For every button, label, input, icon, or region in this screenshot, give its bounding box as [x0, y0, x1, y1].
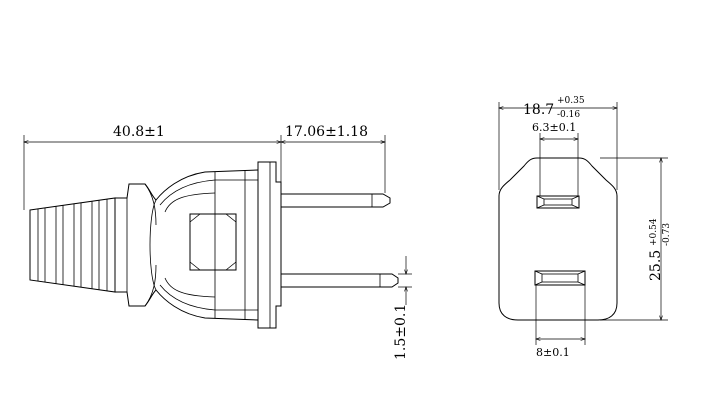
plug-body: [115, 169, 259, 321]
dim-large-slot: 8±0.1: [536, 285, 585, 359]
dim-pin-length: 17.06±1.18: [281, 124, 385, 193]
dim-pin-thickness-label: 1.5±0.1: [393, 304, 409, 360]
small-slot: [536, 195, 580, 209]
dim-large-slot-label: 8±0.1: [536, 346, 570, 359]
plug-face-outline: [498, 157, 618, 321]
dim-face-height-tol-plus: +0.54: [649, 218, 659, 246]
dim-small-slot-label: 6.3±0.1: [532, 121, 576, 134]
dim-face-width-tol-minus: -0.16: [557, 110, 580, 120]
dim-face-width: 18.7 +0.35 -0.16: [499, 96, 617, 190]
dim-face-height-label: 25.5: [648, 250, 664, 281]
plug-head: [257, 161, 282, 329]
dim-pin-thickness: 1.5±0.1: [393, 256, 412, 360]
dim-overall-length-label: 40.8±1: [113, 124, 165, 140]
dim-small-slot: 6.3±0.1: [532, 121, 578, 196]
plug-blades: [281, 193, 399, 288]
front-view: 18.7 +0.35 -0.16 6.3±0.1 8±0.1 25.5 +0.5…: [498, 96, 672, 359]
dim-overall-length: 40.8±1: [24, 124, 281, 210]
large-slot: [534, 270, 586, 286]
dim-pin-length-label: 17.06±1.18: [285, 124, 368, 140]
side-view: 40.8±1 17.06±1.18 1.5±0.1: [24, 124, 412, 360]
dim-face-width-label: 18.7: [523, 102, 554, 118]
dim-face-height-tol-minus: -0.73: [662, 223, 672, 246]
dim-face-width-tol-plus: +0.35: [557, 96, 585, 106]
dim-face-height: 25.5 +0.54 -0.73: [600, 158, 672, 320]
strain-relief: [29, 197, 116, 293]
